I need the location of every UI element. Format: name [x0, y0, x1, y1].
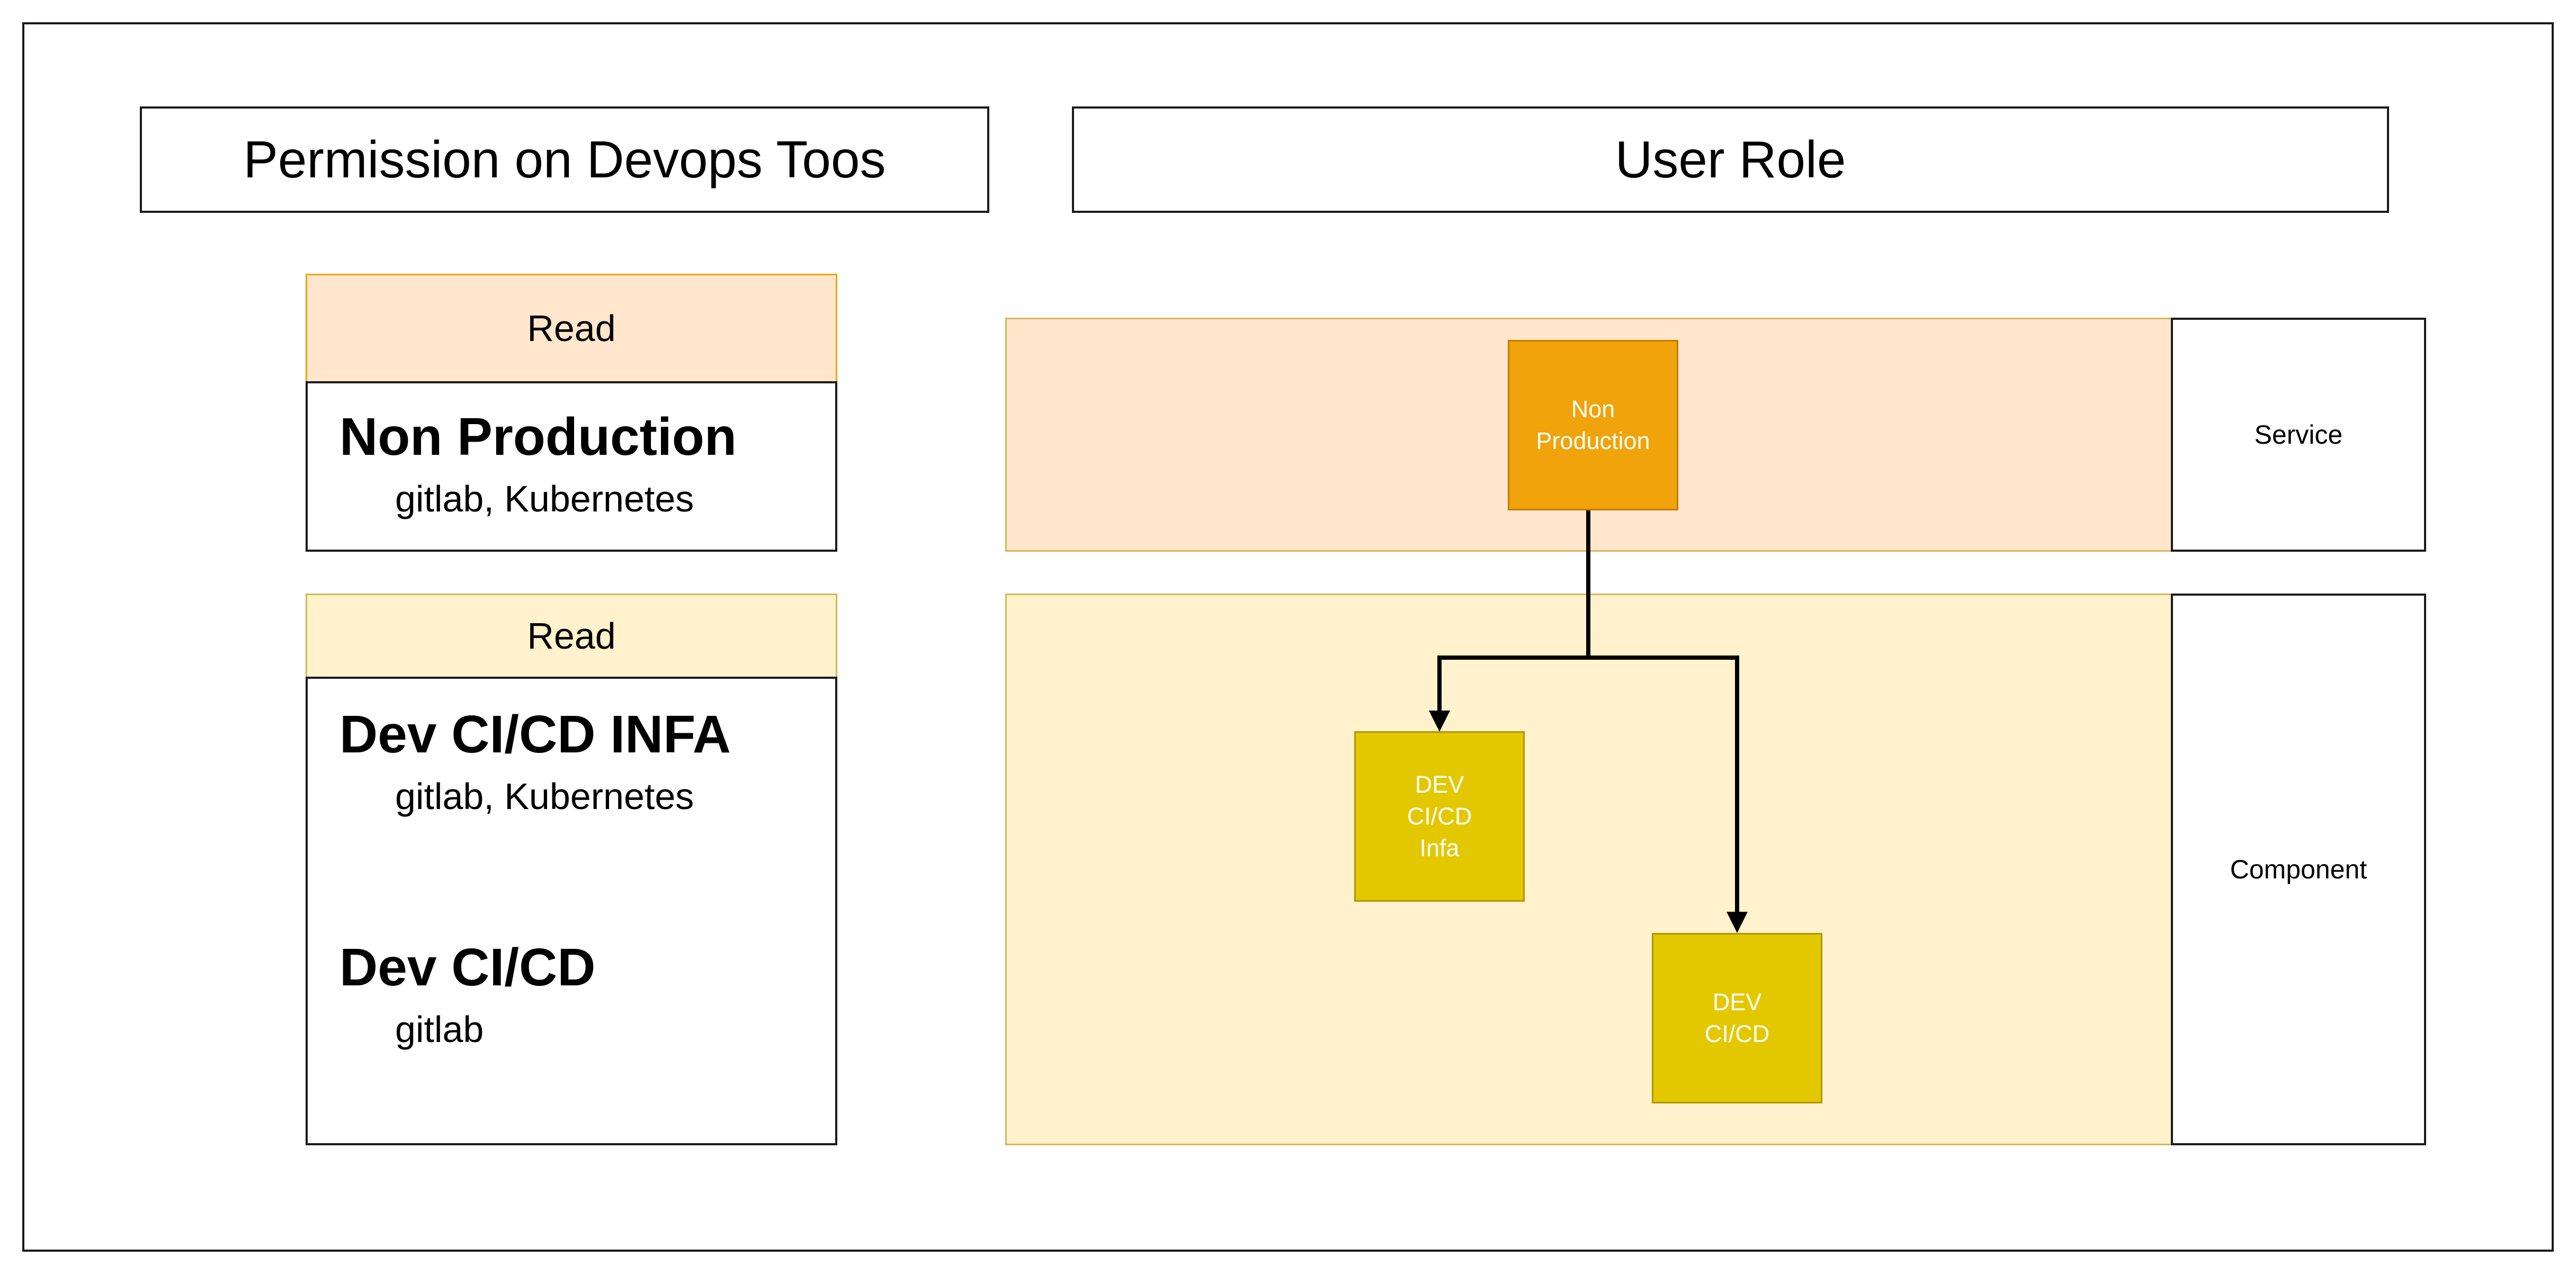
node-dev-cicd-infa[interactable]: DEV CI/CD Infa [1354, 731, 1525, 902]
arrowhead-dev-cicd-infa [1429, 711, 1450, 732]
permission-title: Dev CI/CD [339, 938, 596, 997]
permission-title: Dev CI/CD INFA [339, 705, 731, 764]
permission-tools: gitlab, Kubernetes [395, 776, 694, 817]
node-dev-cicd[interactable]: DEV CI/CD [1652, 933, 1822, 1103]
diagram-frame [22, 22, 2554, 1252]
permission-card-non-production: Non Production gitlab, Kubernetes [306, 381, 837, 552]
node-label-line: DEV [1415, 771, 1464, 798]
component-lane-label-text: Component [2230, 855, 2367, 884]
service-lane-label-text: Service [2254, 420, 2343, 450]
read-header-1-text: Read [527, 308, 616, 349]
node-label-line: Non [1571, 396, 1615, 423]
edge-to-dev-cicd-infa [1437, 509, 1590, 720]
edge-to-dev-cicd [1588, 656, 1739, 921]
read-header-2: Read [306, 594, 837, 678]
node-label-line: CI/CD [1704, 1020, 1770, 1047]
arrowhead-dev-cicd [1727, 912, 1748, 933]
user-role-header: User Role [1072, 106, 2389, 213]
node-label-line: Infa [1419, 834, 1460, 861]
component-lane [1005, 594, 2172, 1145]
node-label-line: DEV [1712, 989, 1762, 1016]
node-label-line: CI/CD [1407, 803, 1472, 830]
permission-tools: gitlab, Kubernetes [395, 478, 694, 519]
read-header-2-text: Read [527, 615, 616, 657]
permission-header-text: Permission on Devops Toos [243, 130, 886, 188]
permission-tools: gitlab [395, 1009, 484, 1050]
node-non-production[interactable]: Non Production [1508, 340, 1678, 510]
permission-header: Permission on Devops Toos [140, 106, 989, 213]
permission-card-dev: Dev CI/CD INFA gitlab, Kubernetes Dev CI… [306, 677, 837, 1145]
user-role-header-text: User Role [1615, 130, 1846, 188]
node-label-line: Production [1536, 427, 1650, 454]
service-lane-label: Service [2171, 318, 2426, 552]
component-lane-label: Component [2171, 594, 2426, 1145]
read-header-1: Read [306, 274, 837, 383]
permission-title: Non Production [339, 407, 737, 466]
